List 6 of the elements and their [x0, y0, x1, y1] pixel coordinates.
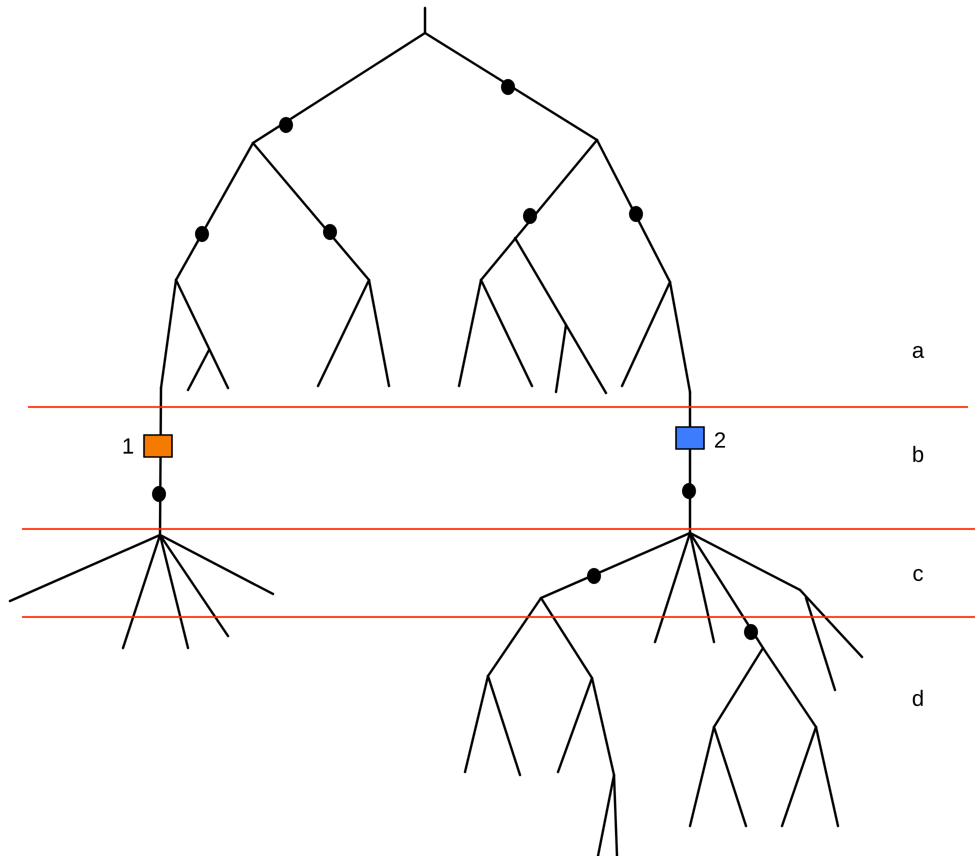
square-number: 2 [715, 432, 726, 448]
zone-label: c [913, 568, 923, 582]
square-number: 1 [124, 438, 134, 454]
zone-label: b [913, 446, 924, 462]
zone-label: d [912, 690, 923, 706]
zone-label: a [912, 346, 924, 358]
